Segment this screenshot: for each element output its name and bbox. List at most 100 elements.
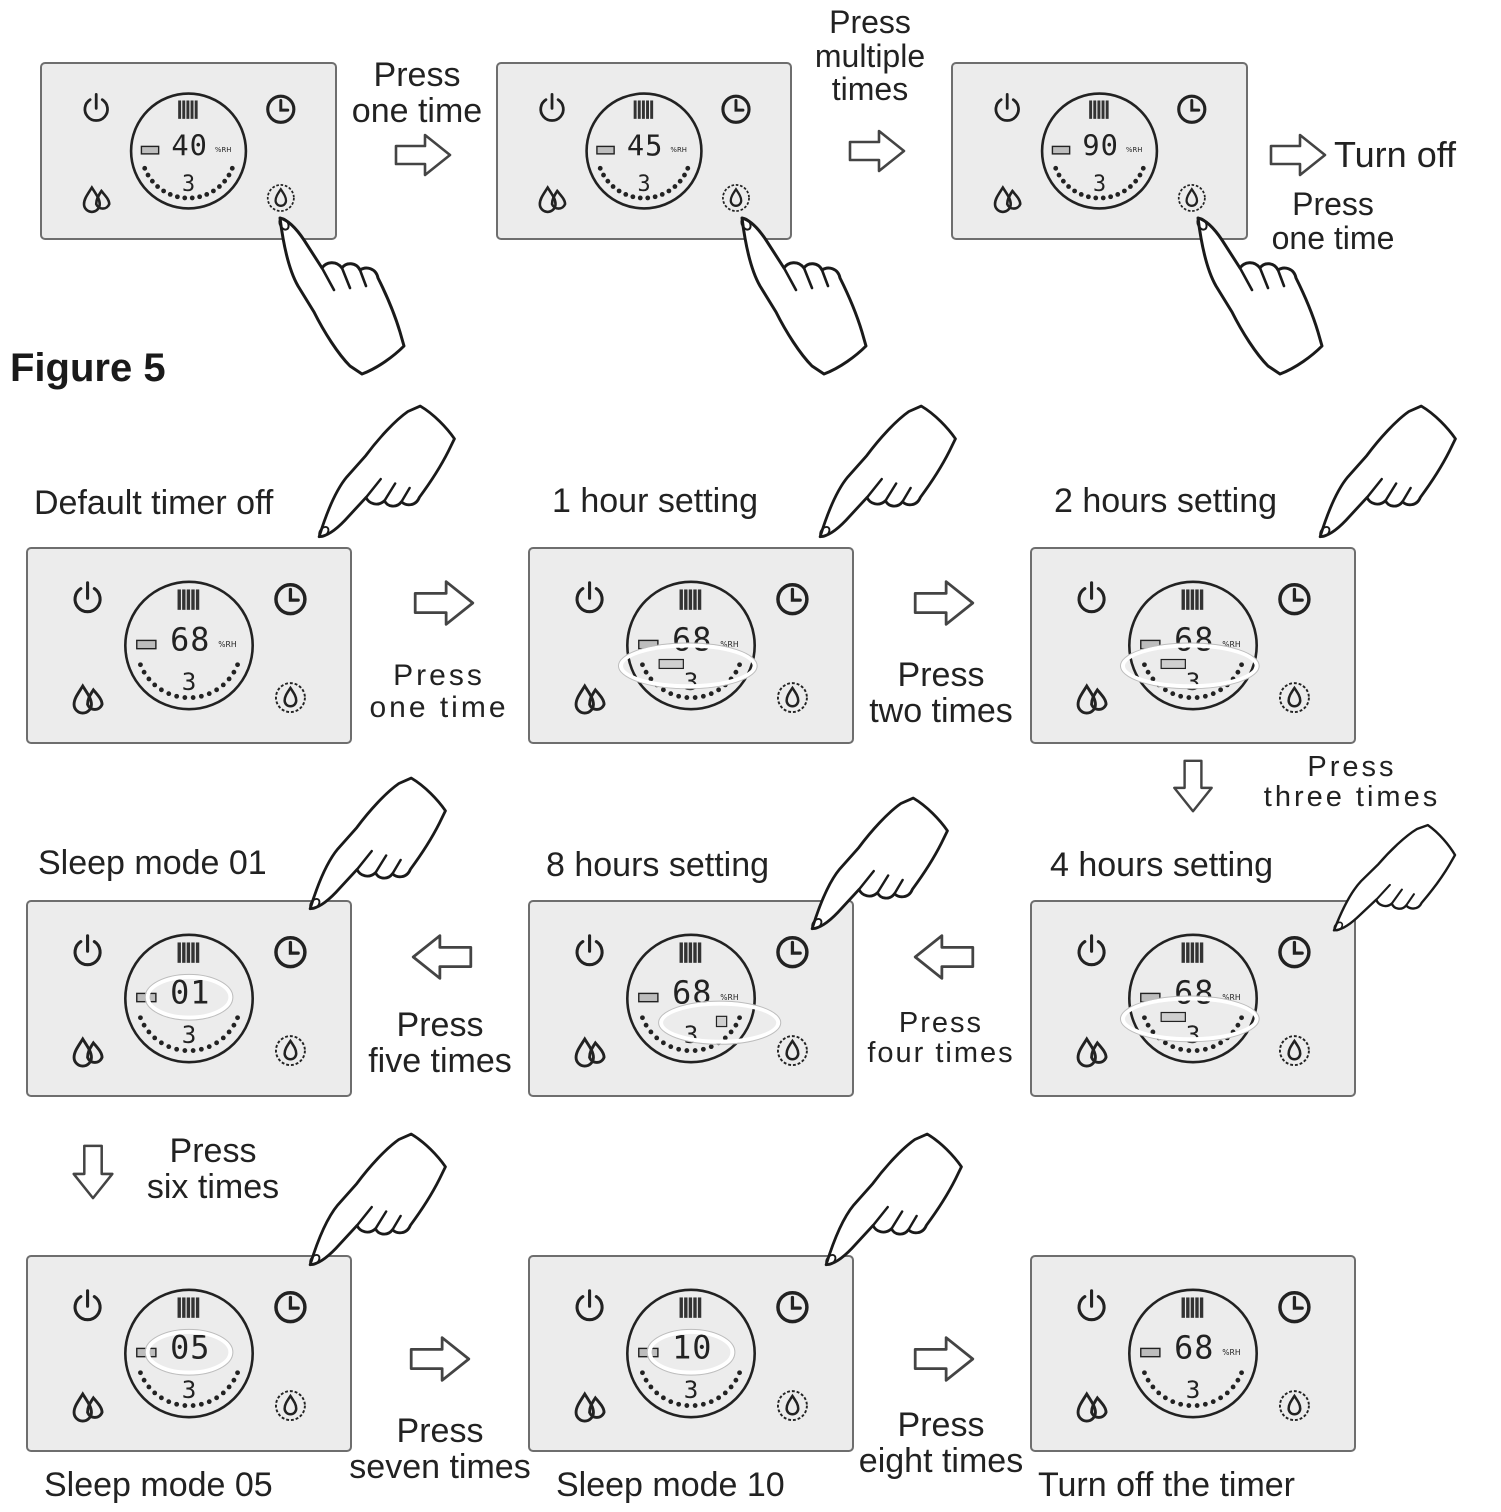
water-drop-button-icon[interactable] — [1177, 183, 1206, 213]
humidity-drops-icon — [574, 684, 606, 715]
speed-dot — [182, 695, 188, 700]
water-drop-button-icon[interactable] — [776, 1034, 809, 1067]
speed-dot — [1140, 165, 1146, 171]
press-one-time-label: Press one time — [351, 56, 483, 130]
speed-dot — [141, 669, 147, 675]
water-drop-button-icon[interactable] — [274, 1389, 307, 1422]
speed-dot — [716, 1395, 722, 1401]
timer-clock-icon[interactable] — [776, 1290, 809, 1324]
press-eight-times-label: Press eight times — [858, 1406, 1024, 1480]
press-seven-times-label: Press seven times — [349, 1412, 531, 1486]
display-value: 68 — [1174, 1329, 1214, 1367]
water-drop-button-icon[interactable] — [274, 1034, 307, 1067]
speed-dot — [640, 662, 645, 668]
speed-dot — [685, 165, 691, 171]
speed-dot — [660, 1040, 666, 1046]
speed-dot — [1235, 1022, 1241, 1028]
timer-clock-icon[interactable] — [1278, 582, 1311, 616]
speed-dot — [155, 184, 160, 189]
turn-off-label: Turn off — [1334, 134, 1457, 175]
speed-dot — [142, 165, 148, 171]
speed-dot — [692, 1048, 698, 1053]
speed-dot — [666, 188, 672, 194]
speed-dot — [616, 188, 622, 194]
step-title-sleep-mode-05: Sleep mode 05 — [44, 1466, 273, 1504]
power-icon[interactable] — [575, 581, 604, 614]
power-icon[interactable] — [575, 1289, 604, 1322]
arrow-down-icon — [1165, 758, 1221, 814]
press-two-times-label: Press two times — [869, 656, 1013, 730]
speed-dot — [1100, 195, 1106, 201]
speed-dot — [1239, 662, 1244, 668]
speed-dot — [190, 695, 196, 700]
timer-clock-icon[interactable] — [274, 582, 307, 616]
speed-value: 3 — [637, 172, 650, 197]
display-value: 90 — [1082, 129, 1119, 163]
unit-label: %RH — [1222, 993, 1240, 1002]
speed-dot — [138, 662, 143, 668]
humidity-drops-icon — [1076, 1037, 1108, 1068]
water-drop-button-icon[interactable] — [1278, 681, 1311, 714]
speed-dot — [1178, 1046, 1184, 1052]
timer-clock-icon[interactable] — [274, 935, 307, 969]
power-icon[interactable] — [73, 1289, 102, 1322]
power-icon[interactable] — [1077, 1289, 1106, 1322]
display-ring — [1040, 92, 1159, 210]
timer-clock-icon[interactable] — [776, 935, 809, 969]
power-icon[interactable] — [1077, 934, 1106, 967]
speed-dot — [728, 1384, 734, 1390]
timer-clock-icon[interactable] — [266, 94, 296, 124]
display-value: 68 — [1174, 974, 1214, 1012]
mode-indicator — [596, 145, 615, 155]
speed-dot — [146, 676, 152, 682]
timer-clock-icon[interactable] — [1177, 94, 1207, 124]
power-icon[interactable] — [83, 93, 109, 122]
speed-dot — [1072, 188, 1078, 194]
speed-dot — [235, 662, 240, 668]
power-icon[interactable] — [994, 93, 1020, 122]
water-drop-button-icon[interactable] — [776, 1389, 809, 1422]
speed-dot — [1060, 178, 1066, 184]
pointing-hand-icon — [800, 1114, 993, 1291]
speed-dot — [222, 178, 228, 184]
timer-clock-icon[interactable] — [776, 582, 809, 616]
speed-dot — [166, 691, 172, 697]
water-drop-button-icon[interactable] — [266, 183, 295, 213]
speed-dot — [226, 676, 232, 682]
speed-value: 3 — [1186, 1021, 1201, 1049]
speed-dot — [1178, 693, 1184, 699]
water-drop-button-icon[interactable] — [721, 183, 751, 213]
speed-dot — [1170, 1044, 1176, 1050]
humidity-drops-icon — [574, 1392, 606, 1423]
timer-clock-icon[interactable] — [1278, 1290, 1311, 1324]
water-drop-button-icon[interactable] — [1278, 1034, 1311, 1067]
timer-clock-icon[interactable] — [274, 1290, 307, 1324]
water-drop-button-icon[interactable] — [274, 681, 307, 714]
speed-dot — [643, 669, 649, 675]
speed-dot — [182, 195, 188, 201]
speed-value: 3 — [182, 668, 197, 696]
power-icon[interactable] — [73, 581, 102, 614]
speed-value: 3 — [1186, 1376, 1201, 1404]
power-icon[interactable] — [575, 934, 604, 967]
power-icon[interactable] — [539, 93, 565, 122]
speed-dot — [1170, 691, 1176, 697]
press-one-time-label-2: Press one time — [1271, 186, 1395, 256]
speed-dot — [648, 1029, 654, 1035]
speed-dot — [1202, 1401, 1208, 1407]
pointing-hand-icon — [740, 216, 870, 376]
timer-clock-icon[interactable] — [721, 94, 751, 124]
speed-dot — [1093, 195, 1099, 201]
signal-bars-icon — [177, 1297, 200, 1318]
speed-dot — [676, 1046, 682, 1052]
water-drop-button-icon[interactable] — [776, 681, 809, 714]
water-drop-button-icon[interactable] — [1278, 1389, 1311, 1422]
timer-clock-icon[interactable] — [1278, 935, 1311, 969]
speed-dot — [645, 195, 651, 201]
speed-dot — [158, 687, 164, 693]
power-icon[interactable] — [1077, 581, 1106, 614]
power-icon[interactable] — [73, 934, 102, 967]
